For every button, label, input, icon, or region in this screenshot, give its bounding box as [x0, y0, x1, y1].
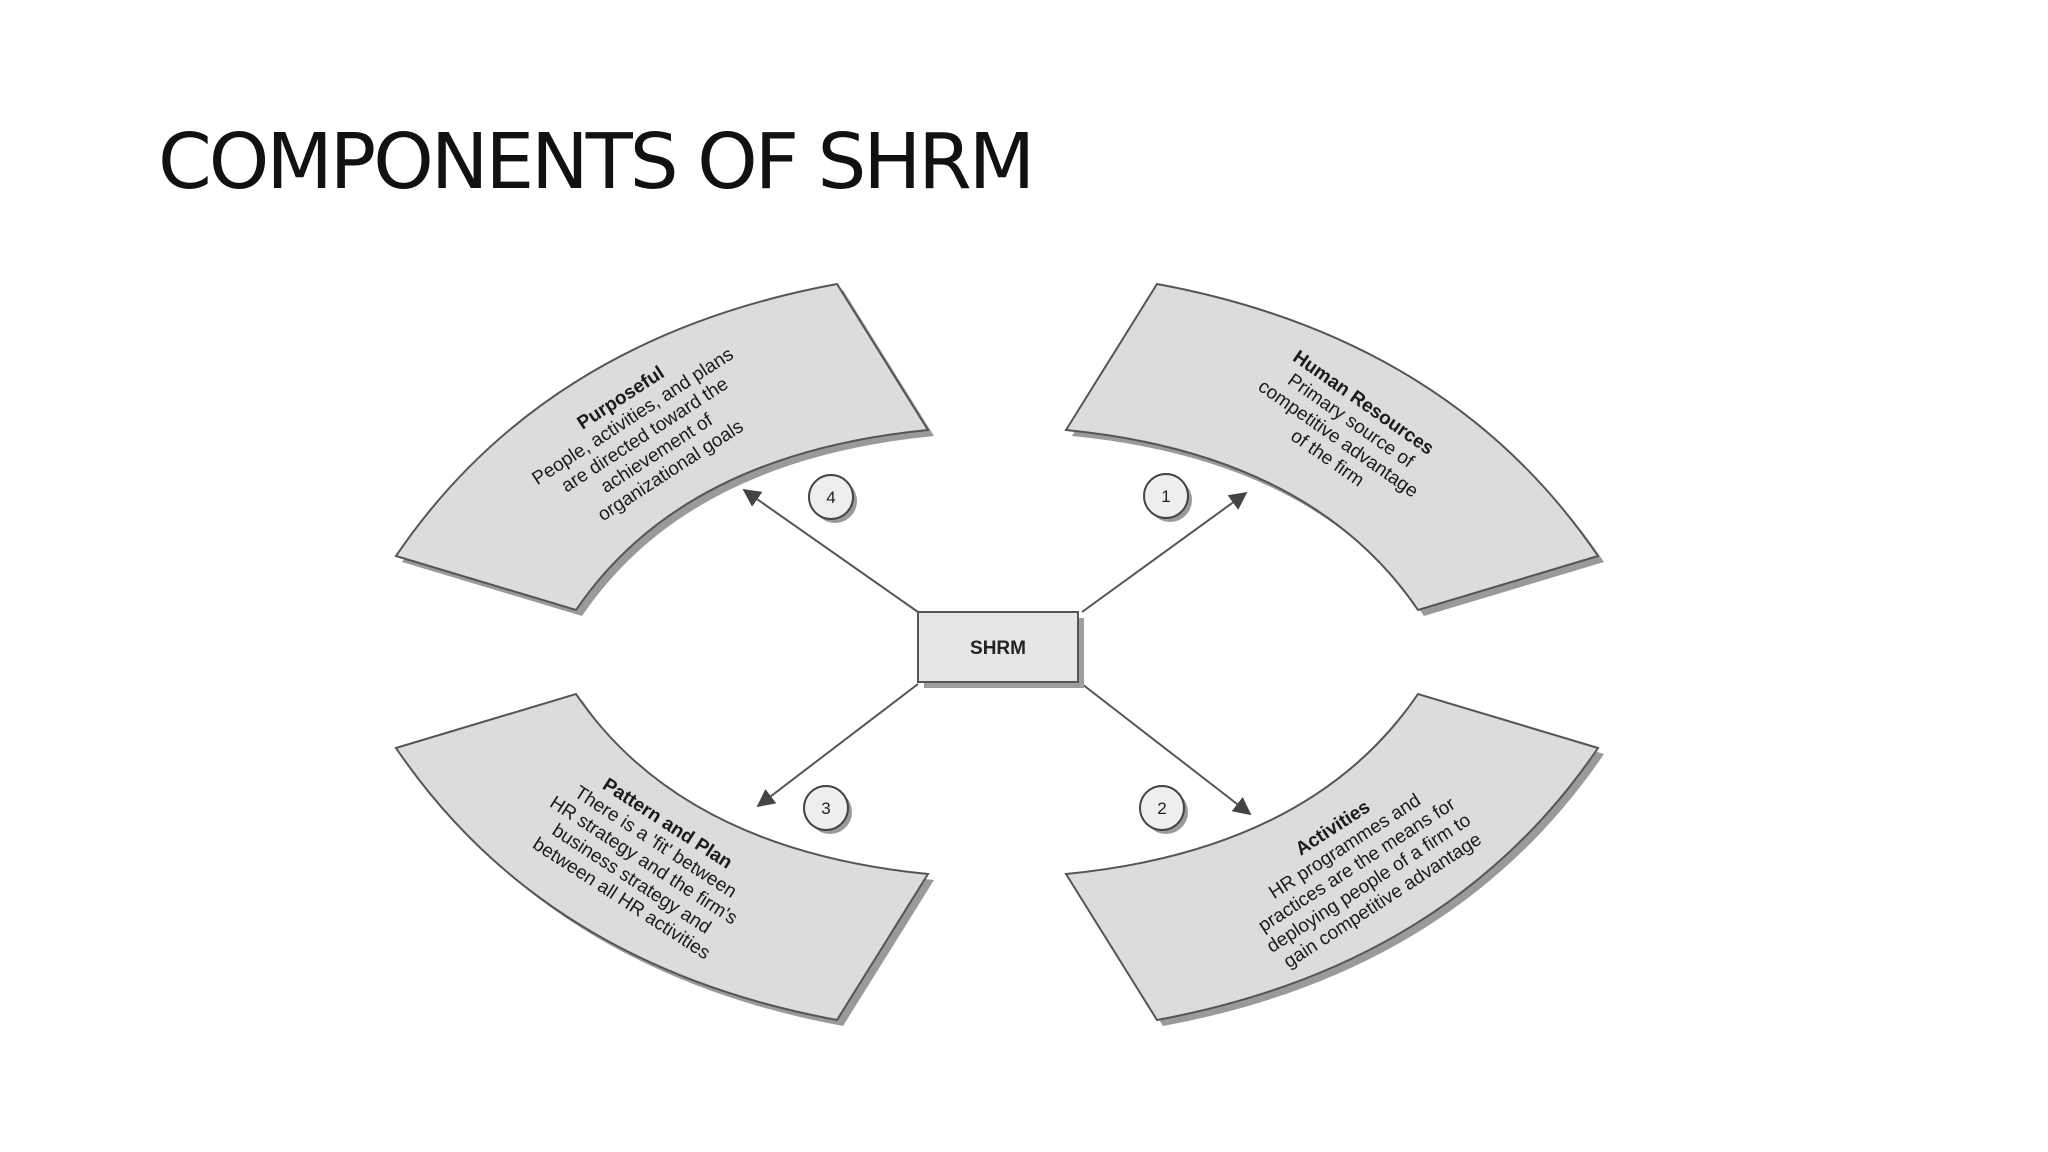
number-badge-2-label: 2 [1157, 799, 1166, 818]
connector-arrow-1 [1081, 491, 1248, 613]
number-badge-3: 3 [803, 785, 852, 834]
shrm-center-box [917, 611, 1079, 683]
connector-arrow-3 [756, 683, 919, 808]
segment-activities [1064, 692, 1600, 1022]
number-badge-4-label: 4 [826, 488, 835, 507]
segment-human-resources [1064, 282, 1600, 612]
number-badge-1: 1 [1143, 473, 1192, 522]
shrm-center-label: SHRM [970, 638, 1026, 659]
connector-arrow-4 [742, 488, 919, 613]
segment-pattern-and-plan [394, 692, 930, 1022]
slide-title: COMPONENTS OF SHRM [158, 118, 1035, 207]
number-badge-3-label: 3 [821, 799, 830, 818]
number-badge-1-label: 1 [1161, 487, 1170, 506]
connector-arrow-2 [1081, 683, 1252, 816]
segment-purposeful [394, 282, 930, 612]
number-badge-4: 4 [808, 474, 857, 523]
number-badge-2: 2 [1139, 785, 1188, 834]
